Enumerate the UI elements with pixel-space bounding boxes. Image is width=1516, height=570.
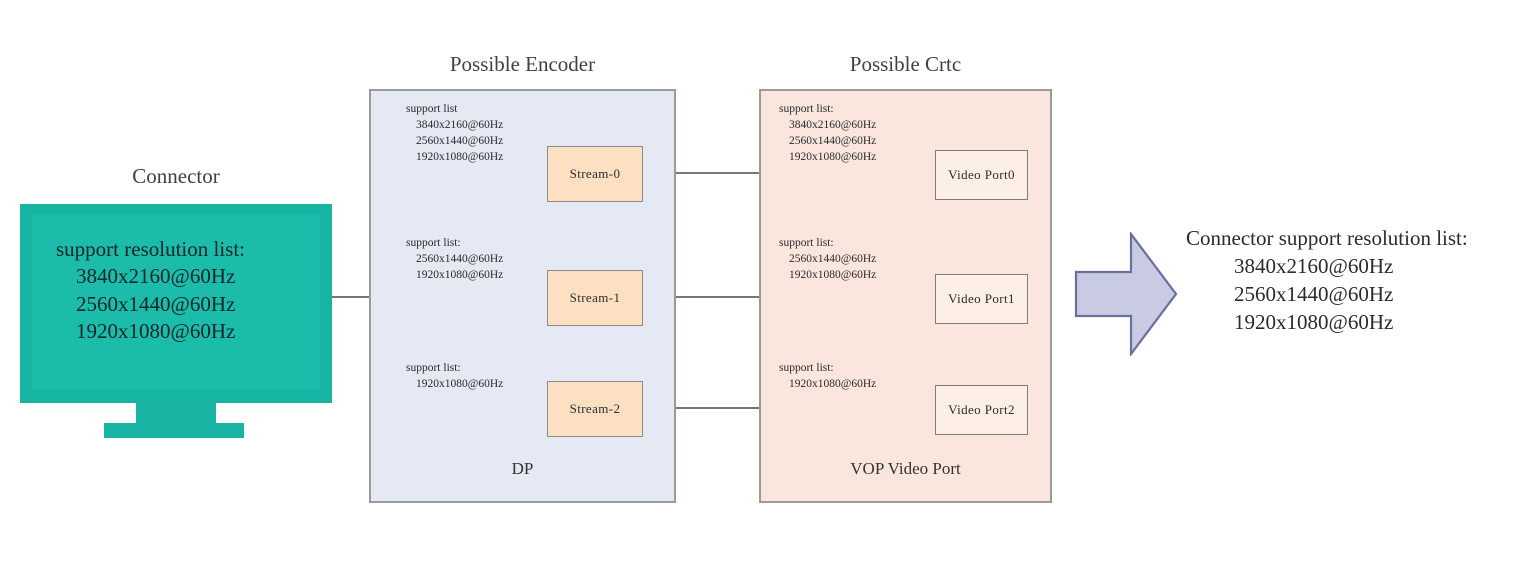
caption-resolution: 1920x1080@60Hz bbox=[416, 378, 504, 391]
caption-header: support list: bbox=[406, 362, 461, 374]
caption-resolution: 2560x1440@60Hz bbox=[416, 253, 504, 266]
encoder-footer-label: DP bbox=[511, 459, 534, 478]
node-label: Stream-1 bbox=[569, 290, 621, 305]
connector-monitor: support resolution list: 3840x2160@60Hz … bbox=[20, 204, 332, 403]
caption-header: support list: bbox=[779, 362, 834, 374]
node-label: Video Port0 bbox=[948, 167, 1015, 182]
node-stream-2[interactable]: Stream-2 bbox=[547, 381, 643, 437]
caption-header: support list: bbox=[406, 237, 461, 249]
caption-resolution: 1920x1080@60Hz bbox=[416, 269, 504, 282]
result-resolution: 2560x1440@60Hz bbox=[1234, 281, 1394, 306]
node-video-port-1[interactable]: Video Port1 bbox=[935, 274, 1028, 324]
connector-title: Connector bbox=[132, 164, 220, 188]
encoder-support-list-1: support list: 2560x1440@60Hz 1920x1080@6… bbox=[406, 235, 503, 283]
node-label: Stream-0 bbox=[569, 166, 621, 181]
caption-header: support list bbox=[406, 103, 458, 115]
connector-resolution: 3840x2160@60Hz bbox=[76, 264, 236, 289]
monitor-screen bbox=[32, 215, 320, 390]
monitor-neck bbox=[136, 403, 216, 423]
caption-resolution: 1920x1080@60Hz bbox=[789, 151, 877, 164]
crtc-support-list-1: support list: 2560x1440@60Hz 1920x1080@6… bbox=[779, 235, 876, 283]
result-support-list: Connector support resolution list: 3840x… bbox=[1186, 225, 1516, 337]
node-stream-0[interactable]: Stream-0 bbox=[547, 146, 643, 202]
result-resolution: 1920x1080@60Hz bbox=[1234, 309, 1394, 334]
crtc-footer-label: VOP Video Port bbox=[850, 459, 961, 478]
connector-resolution: 1920x1080@60Hz bbox=[76, 318, 236, 343]
crtc-support-list-0: support list: 3840x2160@60Hz 2560x1440@6… bbox=[779, 101, 876, 165]
caption-resolution: 2560x1440@60Hz bbox=[416, 135, 504, 148]
caption-resolution: 3840x2160@60Hz bbox=[789, 119, 877, 132]
caption-resolution: 2560x1440@60Hz bbox=[789, 253, 877, 266]
caption-header: support list: bbox=[779, 237, 834, 249]
caption-header: support list: bbox=[779, 103, 834, 115]
caption-resolution: 1920x1080@60Hz bbox=[416, 151, 504, 164]
crtc-title: Possible Crtc bbox=[849, 52, 962, 76]
caption-resolution: 3840x2160@60Hz bbox=[416, 119, 504, 132]
node-label: Video Port1 bbox=[948, 291, 1015, 306]
node-video-port-0[interactable]: Video Port0 bbox=[935, 150, 1028, 200]
connector-support-list: support resolution list: 3840x2160@60Hz … bbox=[20, 236, 332, 345]
node-label: Video Port2 bbox=[948, 402, 1015, 417]
encoder-support-list-2: support list: 1920x1080@60Hz bbox=[406, 360, 503, 392]
node-label: Stream-2 bbox=[569, 401, 621, 416]
crtc-support-list-2: support list: 1920x1080@60Hz bbox=[779, 360, 876, 392]
encoder-support-list-0: support list 3840x2160@60Hz 2560x1440@60… bbox=[406, 101, 503, 165]
monitor-base bbox=[104, 423, 244, 438]
result-block-arrow-icon bbox=[1074, 232, 1178, 356]
caption-resolution: 1920x1080@60Hz bbox=[789, 378, 877, 391]
connector-list-header: support resolution list: bbox=[56, 237, 245, 261]
caption-resolution: 1920x1080@60Hz bbox=[789, 269, 877, 282]
result-header: Connector support resolution list: bbox=[1186, 226, 1468, 250]
node-video-port-2[interactable]: Video Port2 bbox=[935, 385, 1028, 435]
result-resolution: 3840x2160@60Hz bbox=[1234, 253, 1394, 278]
connector-resolution: 2560x1440@60Hz bbox=[76, 291, 236, 316]
node-stream-1[interactable]: Stream-1 bbox=[547, 270, 643, 326]
caption-resolution: 2560x1440@60Hz bbox=[789, 135, 877, 148]
encoder-title: Possible Encoder bbox=[449, 52, 596, 76]
